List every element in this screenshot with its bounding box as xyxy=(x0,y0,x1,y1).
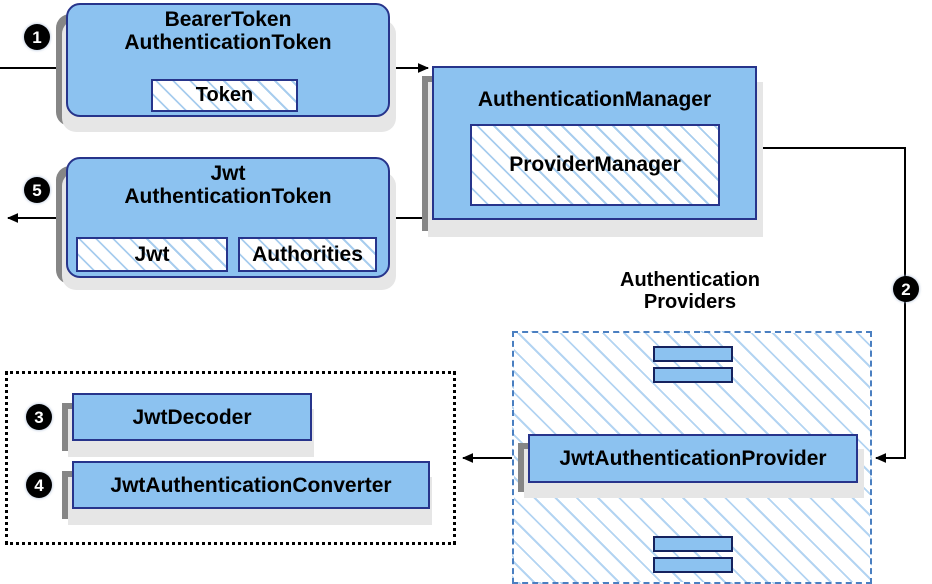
authentication-providers-title: Authentication Providers xyxy=(620,269,760,313)
jwt-decoder-label: JwtDecoder xyxy=(132,406,252,429)
provider-stack-bar-top-1 xyxy=(653,346,733,362)
authentication-manager-title: AuthenticationManager xyxy=(477,88,712,111)
authentication-manager-compartment-provider-manager: ProviderManager xyxy=(470,124,720,206)
step-marker-1: 1 xyxy=(24,24,50,50)
provider-stack-bar-bottom-1 xyxy=(653,536,733,552)
step-marker-4: 4 xyxy=(26,472,52,498)
jwt-authentication-provider-label: JwtAuthenticationProvider xyxy=(559,447,827,470)
jwt-token-compartment-authorities: Authorities xyxy=(238,237,377,272)
jwt-token-compartment-jwt: Jwt xyxy=(76,237,228,272)
jwt-token-title: Jwt AuthenticationToken xyxy=(124,162,332,209)
provider-stack-bar-bottom-2 xyxy=(653,557,733,573)
bearer-token-title: BearerToken AuthenticationToken xyxy=(124,8,332,55)
node-jwt-authentication-provider[interactable] xyxy=(528,434,858,483)
step-marker-3: 3 xyxy=(26,404,52,430)
step-marker-5: 5 xyxy=(24,177,50,203)
provider-stack-bar-top-2 xyxy=(653,367,733,383)
node-jwt-decoder[interactable] xyxy=(72,393,312,441)
bearer-token-compartment-token: Token xyxy=(151,79,298,112)
step-marker-2: 2 xyxy=(893,276,919,302)
region-jwt-components xyxy=(5,371,456,545)
node-jwt-authentication-converter[interactable] xyxy=(72,461,430,509)
jwt-authentication-converter-label: JwtAuthenticationConverter xyxy=(110,474,392,497)
